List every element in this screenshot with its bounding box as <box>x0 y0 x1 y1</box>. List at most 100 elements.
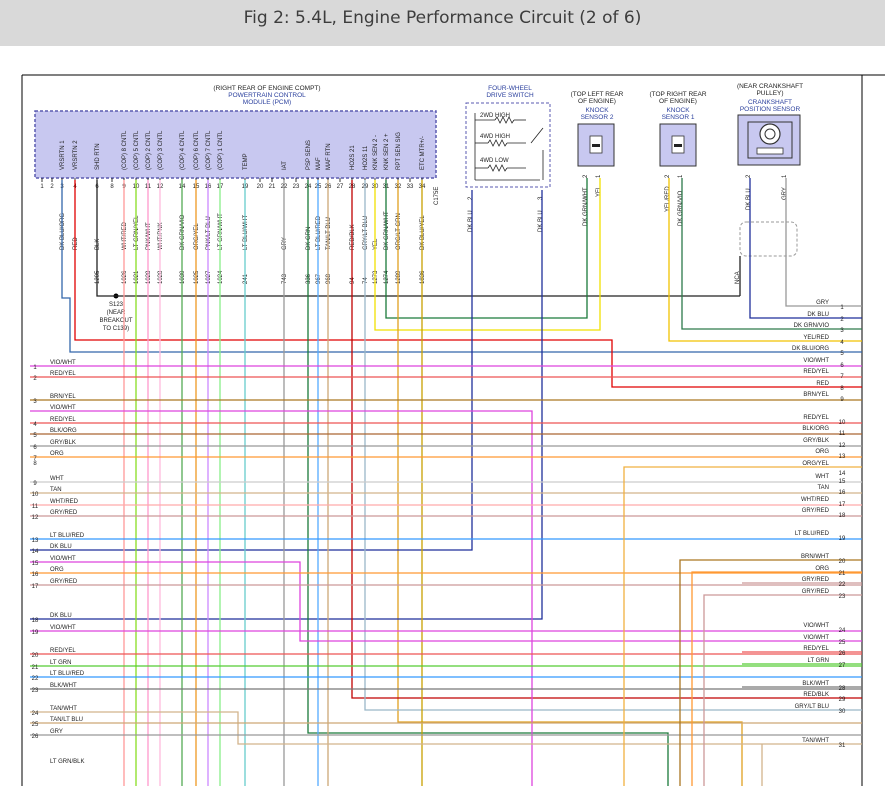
right-wire-color: GRY <box>816 300 829 306</box>
pcm-pin-circuit: 967 <box>316 273 322 284</box>
left-wire-color: RED/YEL <box>50 371 76 377</box>
four-wd-resistor-network <box>474 113 544 181</box>
right-wire-number: 21 <box>839 571 846 577</box>
right-wire-number: 25 <box>839 640 846 646</box>
ckp-loc-line1: (NEAR CRANKSHAFT <box>737 83 803 90</box>
right-wire-number: 12 <box>839 443 846 449</box>
pcm-pin-circuit: 1030 <box>180 270 186 284</box>
pcm-pin-wire-color: DK BLU/ORG <box>60 213 66 250</box>
left-wire-color: ORG <box>50 451 64 457</box>
pcm-pin-number: 33 <box>407 184 414 190</box>
right-wire-color: ORG/YEL <box>802 461 829 467</box>
wire-ckp-gry <box>785 178 862 307</box>
right-wire-number: 3 <box>840 328 844 334</box>
pcm-pin-wire-color: DK GRN <box>306 227 312 250</box>
pcm-pin-circuit: 94 <box>350 277 356 284</box>
pcm-pin-wire-color: BLK <box>95 239 101 250</box>
right-wire-color: DK BLU/ORG <box>792 346 829 352</box>
ckp-shield <box>739 221 798 257</box>
left-wire-number: 1 <box>33 365 37 371</box>
pcm-pin-wire-color: DK BLU/YEL <box>420 215 426 250</box>
pcm-pin-function: VRSRTN 1 <box>60 140 66 170</box>
right-wire-number: 7 <box>840 374 844 380</box>
right-wire-number: 20 <box>839 559 846 565</box>
left-wire-number: 10 <box>32 492 39 498</box>
pcm-pin-function: HO2S 11 <box>363 145 369 170</box>
pcm-pin-circuit: 1027 <box>206 270 212 284</box>
right-wire-color: LT BLU/RED <box>795 531 830 537</box>
right-wire-number: 30 <box>839 709 846 715</box>
left-wire-number: 13 <box>32 538 39 544</box>
right-wire-number: 15 <box>839 479 846 485</box>
pcm-pin-number: 20 <box>257 184 264 190</box>
right-wire-number: 16 <box>839 490 846 496</box>
four-wd-wire-a: DK BLU <box>468 210 474 232</box>
wire-rpt-sen <box>397 180 743 786</box>
pcm-pin-circuit: 1025 <box>194 270 200 284</box>
knock2-pin-1: 1 <box>596 174 602 178</box>
pcm-pin-number: 27 <box>337 184 344 190</box>
pcm-pin-wire-color: GRY <box>282 237 288 250</box>
left-wire-number: 15 <box>32 561 39 567</box>
wire-vrsrtn1 <box>61 180 862 353</box>
right-wire-color: BLK/ORG <box>802 426 829 432</box>
four-wd-mode-2wd-high: 2WD HIGH <box>480 113 510 119</box>
pcm-pin-wire-color: LT GRN/YEL <box>134 215 140 250</box>
left-wire-color: TAN <box>50 487 62 493</box>
right-wire-color: VIO/WHT <box>803 358 829 364</box>
left-wire-color: WHT <box>50 476 64 482</box>
pcm-pin-wire-color: WHT/PNK <box>158 222 164 250</box>
wire-knk2-dkgrnwht <box>385 178 588 319</box>
ckp-loc-line2: PULLEY) <box>756 90 783 97</box>
left-wire-color: TAN/WHT <box>50 706 77 712</box>
left-wire-number: 25 <box>32 722 39 728</box>
pcm-connector-code: C175E <box>434 187 440 205</box>
left-wire-number: 24 <box>32 711 39 717</box>
splice-label-3: BREAKOUT <box>99 318 132 324</box>
left-wire-color: BLK/WHT <box>50 683 77 689</box>
pcm-pin-function: (COP) 2 CNTL <box>146 130 152 170</box>
pcm-pin-function: MAF RTN <box>326 143 332 170</box>
pcm-pin-circuit: 1028 <box>146 270 152 284</box>
right-wire-color: RED/BLK <box>803 692 829 698</box>
pcm-pin-circuit: 1289 <box>396 270 402 284</box>
left-wire-number: 20 <box>32 653 39 659</box>
four-wd-title-line1: FOUR-WHEEL <box>488 85 532 92</box>
right-wire-color: GRY/BLK <box>803 438 829 444</box>
left-wire-number: 23 <box>32 688 39 694</box>
right-wire-number: 11 <box>839 431 846 437</box>
figure-title: Fig 2: 5.4L, Engine Performance Circuit … <box>243 8 642 28</box>
ckp-pin-2: 2 <box>746 174 752 178</box>
wire-routes <box>30 178 862 786</box>
right-wire-color: RED/YEL <box>803 646 829 652</box>
right-wire-number: 19 <box>839 536 846 542</box>
right-wire-color: BRN/WHT <box>801 554 829 560</box>
right-wire-number: 23 <box>839 594 846 600</box>
right-wire-color: WHT/RED <box>801 497 830 503</box>
pcm-pin-function: MAF <box>316 157 322 170</box>
pcm-pin-circuit: 1021 <box>134 270 140 284</box>
right-wire-number: 8 <box>840 386 844 392</box>
right-wire-color: DK GRN/VIO <box>794 323 830 329</box>
pcm-pin-circuit: 74 <box>363 277 369 284</box>
right-wire-color: LT GRN <box>808 658 829 664</box>
right-wire-color: ORG <box>815 449 829 455</box>
pcm-pin-number: 21 <box>269 184 276 190</box>
knock2-name-line1: KNOCK <box>585 107 609 114</box>
pcm-pin-function: (COP) 5 CNTL <box>134 130 140 170</box>
pcm-box <box>34 110 437 179</box>
right-wire-number: 26 <box>839 651 846 657</box>
ckp-name-line2: POSITION SENSOR <box>740 106 801 113</box>
pcm-pin-function: (COP) 4 CNTL <box>180 130 186 170</box>
pcm-pin-function: TEMP <box>243 153 249 170</box>
four-wd-mode-4wd-low: 4WD LOW <box>480 158 509 164</box>
left-wire-color: LT BLU/RED <box>50 533 85 539</box>
pcm-pin-wire-color: WHT/RED <box>122 221 128 250</box>
right-wire-number: 4 <box>840 340 844 346</box>
ckp-name-line1: CRANKSHAFT <box>748 99 792 106</box>
pcm-name-line1: POWERTRAIN CONTROL <box>228 92 306 99</box>
ckp-pin-1: 1 <box>782 174 788 178</box>
four-wd-pin-3: 3 <box>538 196 544 200</box>
pcm-pin-wire-color: YEL <box>373 238 379 250</box>
